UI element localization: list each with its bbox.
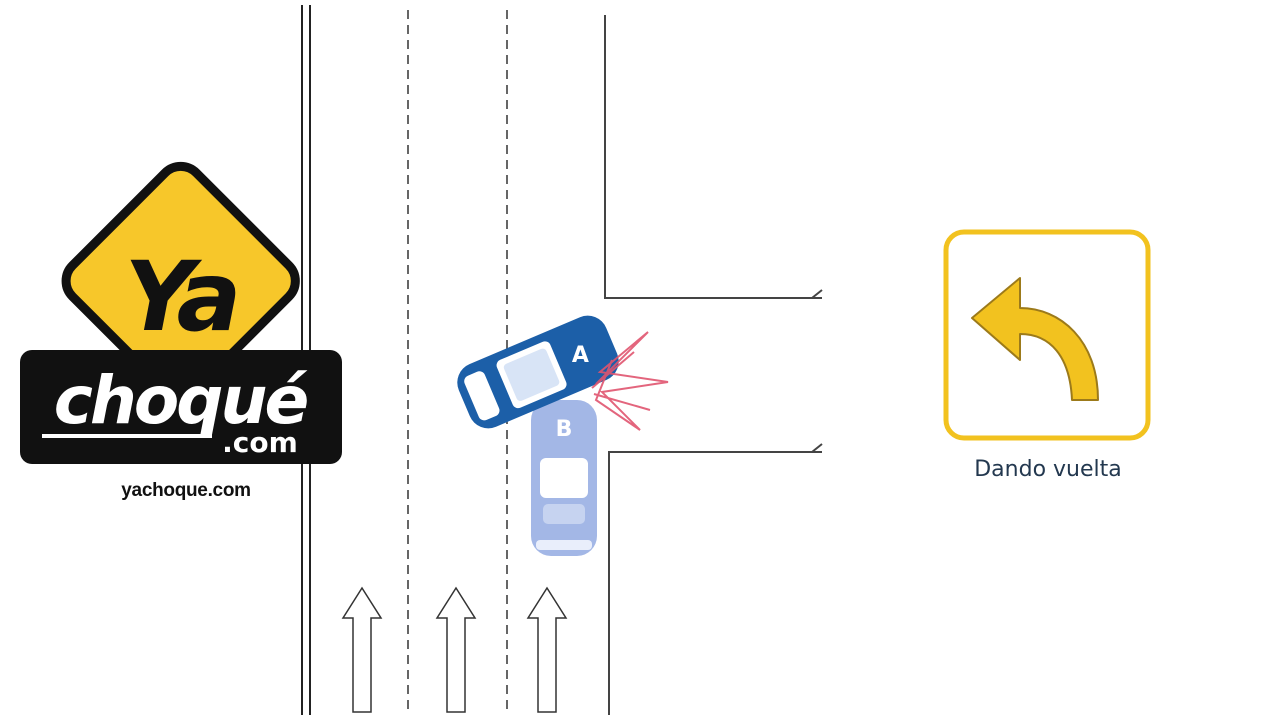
road: [301, 5, 823, 715]
curb-upper: [604, 15, 822, 299]
logo-word-dotcom: .com: [222, 426, 298, 459]
curb-lower: [608, 451, 822, 715]
left-turn-arrow-icon: [971, 277, 1099, 401]
vehicle-a: A: [457, 315, 619, 429]
side-street-edge-bottom: [811, 443, 823, 453]
vehicle-a-label: A: [572, 343, 589, 368]
site-url-text: yachoque.com: [121, 480, 251, 501]
straight-up-arrow-icon: [435, 586, 477, 713]
logo-word-ya: Ya: [125, 241, 236, 353]
vehicle-a-rear-window: [464, 371, 500, 421]
vehicle-a-roof: [503, 348, 560, 401]
vehicle-b-bumper: [536, 540, 592, 550]
vehicle-b-cabin: [540, 458, 588, 498]
vehicle-b: B: [531, 400, 597, 556]
straight-up-arrow-icon: [526, 586, 568, 713]
maneuver-panel: [943, 229, 1151, 441]
straight-up-arrow-icon: [341, 586, 383, 713]
vehicle-b-rear-window: [543, 504, 585, 524]
maneuver-caption: Dando vuelta: [974, 457, 1122, 482]
vehicle-b-label: B: [556, 417, 573, 442]
brand-logo: Ya choqué .com: [20, 161, 342, 464]
lane-arrows: [341, 586, 568, 713]
logo-diamond-sign: [61, 161, 300, 401]
logo-word-choque: choqué: [54, 362, 308, 439]
side-street-edge-top: [811, 289, 823, 299]
impact-burst-icon: [591, 331, 669, 431]
